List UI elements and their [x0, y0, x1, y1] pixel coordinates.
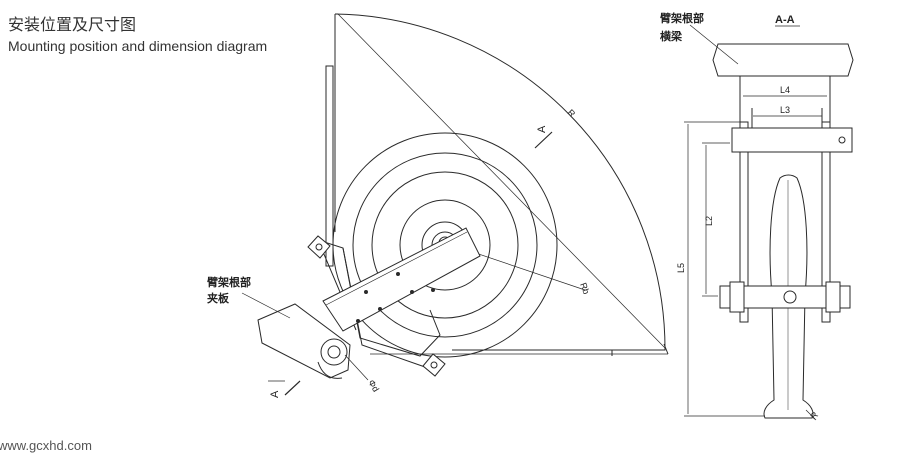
right-view: [684, 24, 854, 421]
top-shaft: [731, 127, 853, 153]
watermark: www.gcxhd.com: [0, 438, 92, 453]
dim-R-label-right: R: [808, 409, 820, 421]
right-side-plate: [821, 121, 831, 323]
section-marker-top: A: [536, 125, 548, 133]
beam: [712, 43, 854, 77]
dim-L4-label: L4: [780, 85, 790, 95]
label-arm-root-2: 横梁: [660, 29, 683, 43]
dim-L2-label: L2: [704, 216, 714, 226]
dim-phi-d-label: Φd: [366, 378, 381, 394]
dim-R-line: [337, 13, 666, 349]
page-title-en: Mounting position and dimension diagram: [8, 38, 268, 54]
label-arm-root-1: 臂架根部: [660, 11, 704, 25]
guard-arc: [334, 13, 666, 351]
mounting-plate: [325, 65, 334, 267]
label-arm-root-clamp-1: 臂架根部: [207, 275, 251, 289]
dim-L5-label: L5: [676, 263, 686, 273]
page-title-cn: 安装位置及尺寸图: [8, 17, 137, 34]
left-side-plate: [739, 121, 749, 323]
dim-R-label: R: [566, 107, 578, 119]
arm: [322, 227, 481, 332]
center-shaft: [719, 285, 851, 309]
section-title-aa: A-A: [775, 14, 795, 26]
section-marker-bottom: A: [269, 390, 281, 398]
dim-L3-label: L3: [780, 105, 790, 115]
left-view: [241, 13, 669, 396]
dim-Rb-label: Rb: [578, 281, 591, 295]
label-arm-root-clamp-2: 夹板: [207, 291, 230, 305]
